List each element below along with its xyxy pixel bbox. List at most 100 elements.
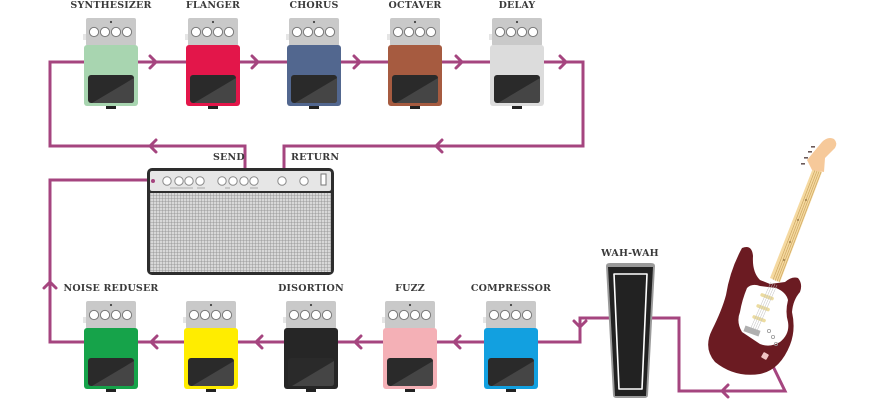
pedal-input-jack — [387, 34, 390, 40]
pedal-chorus[interactable] — [286, 18, 341, 109]
pedal-disortion[interactable] — [283, 301, 338, 392]
amp-knobs — [162, 176, 309, 189]
amp-power-switch — [320, 173, 327, 186]
pedal-input-jack — [489, 34, 492, 40]
pedal-knob-icon — [403, 26, 415, 38]
front-chain-cable — [48, 178, 788, 393]
pedal-output-jack — [208, 106, 218, 109]
amp-knob-icon — [299, 176, 309, 186]
signal-arrow-icon — [352, 54, 362, 70]
pedal-knob-icon — [321, 309, 333, 321]
pedal-knob-icon — [99, 309, 111, 321]
pedal-octaver[interactable] — [387, 18, 442, 109]
signal-arrow-icon — [254, 334, 264, 350]
amp-knob-icon — [162, 176, 172, 186]
pedal-knob-icon — [505, 26, 517, 38]
pedal-footswitch-shade — [292, 361, 334, 386]
signal-arrow-icon — [452, 334, 462, 350]
signal-arrow-icon — [148, 138, 158, 154]
pedal-knob-icon — [398, 309, 410, 321]
pedal-synthesizer[interactable] — [83, 18, 138, 109]
pedal-knob-icon — [527, 26, 539, 38]
pedal-compressor[interactable] — [483, 301, 538, 392]
pedal-knob-icon — [99, 26, 111, 38]
amp-knob-icon — [239, 176, 249, 186]
pedal-label-synthesizer: SYNTHESIZER — [70, 0, 151, 11]
pedal-yellow[interactable] — [183, 301, 238, 392]
pedal-knob-icon — [121, 26, 133, 38]
pedal-knob-icon — [110, 309, 122, 321]
pedal-footswitch-shade — [498, 78, 540, 103]
pedal-label-disortion: DISORTION — [278, 283, 344, 294]
signal-arrow-icon — [720, 383, 730, 399]
amp-knob-icon — [277, 176, 287, 186]
pedal-flanger[interactable] — [185, 18, 240, 109]
pedal-knob-icon — [288, 309, 300, 321]
pedal-knob-icon — [121, 309, 133, 321]
pedal-fuzz[interactable] — [382, 301, 437, 392]
pedal-footswitch-shade — [391, 361, 433, 386]
pedal-knob-icon — [190, 26, 202, 38]
pedal-label-fuzz: FUZZ — [395, 283, 425, 294]
pedal-knob-icon — [510, 309, 522, 321]
guitar-bridge — [743, 325, 761, 337]
pedal-output-jack — [405, 389, 415, 392]
signal-arrow-icon — [558, 54, 568, 70]
signal-arrow-icon — [250, 54, 260, 70]
pedal-output-jack — [106, 389, 116, 392]
amp-knob-icon — [184, 176, 194, 186]
pedal-knob-icon — [425, 26, 437, 38]
pedal-footswitch-shade — [492, 361, 534, 386]
pedal-output-jack — [106, 106, 116, 109]
pedal-knob-icon — [420, 309, 432, 321]
pedal-label-noise-reduser: NOISE REDUSER — [63, 283, 158, 294]
pedal-delay[interactable] — [489, 18, 544, 109]
pedal-noise-reduser[interactable] — [83, 301, 138, 392]
signal-arrow-icon — [353, 334, 363, 350]
pedal-knob-icon — [299, 309, 311, 321]
send-label: SEND — [213, 152, 245, 163]
wah-treadle-outline — [613, 273, 648, 390]
amplifier — [147, 168, 334, 275]
pedal-knob-icon — [516, 26, 528, 38]
pedal-input-jack — [283, 317, 286, 323]
pedal-knob-icon — [223, 26, 235, 38]
pedal-led-icon — [109, 20, 113, 24]
amp-knob-icon — [174, 176, 184, 186]
pedal-output-jack — [512, 106, 522, 109]
pedal-led-icon — [109, 303, 113, 307]
pedal-output-jack — [309, 106, 319, 109]
pedal-knob-icon — [488, 309, 500, 321]
pedal-led-icon — [408, 303, 412, 307]
pedal-output-jack — [306, 389, 316, 392]
pedal-knob-icon — [324, 26, 336, 38]
signal-arrow-icon — [148, 54, 158, 70]
pedal-knob-icon — [291, 26, 303, 38]
signal-arrow-icon — [149, 334, 159, 350]
pedal-knob-icon — [110, 26, 122, 38]
wah-wah-pedal[interactable] — [606, 263, 655, 398]
signal-arrow-icon — [434, 138, 444, 154]
guitar-strings — [749, 281, 778, 334]
return-label: RETURN — [291, 152, 339, 163]
pedal-output-jack — [506, 389, 516, 392]
pedal-output-jack — [410, 106, 420, 109]
pedal-knob-icon — [387, 309, 399, 321]
pedal-knob-icon — [212, 26, 224, 38]
pedal-knob-icon — [199, 309, 211, 321]
pedal-knob-icon — [313, 26, 325, 38]
signal-arrow-icon — [454, 54, 464, 70]
amp-knob-icon — [217, 176, 227, 186]
pedal-knob-icon — [392, 26, 404, 38]
pedal-knob-icon — [499, 309, 511, 321]
pedal-knob-icon — [88, 309, 100, 321]
pedal-knob-icon — [221, 309, 233, 321]
pedal-input-jack — [83, 34, 86, 40]
pedal-knob-icon — [414, 26, 426, 38]
pedal-knob-icon — [409, 309, 421, 321]
pedal-knob-icon — [201, 26, 213, 38]
pedal-led-icon — [413, 20, 417, 24]
pedal-knob-icon — [302, 26, 314, 38]
